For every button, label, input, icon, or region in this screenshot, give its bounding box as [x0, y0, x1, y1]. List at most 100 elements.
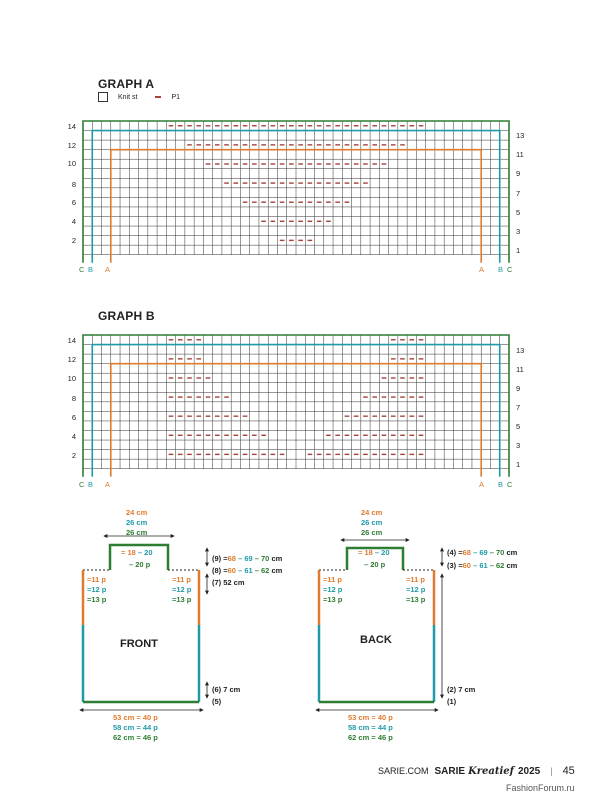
front-left-shoulder: =11 p =12 p =13 p — [87, 575, 106, 605]
note-size-3: – 70 — [487, 548, 505, 557]
row-label: 1 — [516, 246, 521, 255]
edge-label-c: C — [507, 265, 513, 274]
row-label: 2 — [71, 236, 76, 245]
row-label: 8 — [71, 180, 76, 189]
measure-size-3: 26 cm — [361, 528, 383, 537]
back-note-4: (4) =68 – 69 – 70 cm — [447, 548, 517, 558]
front-note-5: (5) — [212, 697, 222, 706]
shoulder-size-1: =11 p — [87, 575, 106, 584]
edge-label-b: B — [498, 265, 504, 274]
graph-a-legend: Knit st P1 — [98, 92, 180, 102]
back-note-1: (1) — [447, 697, 457, 706]
row-label: 7 — [516, 189, 521, 198]
note-prefix: (4) = — [447, 548, 463, 557]
row-label: 5 — [516, 422, 521, 431]
row-label: 6 — [71, 413, 76, 422]
note-size-3: – 70 — [252, 554, 270, 563]
back-note-2: (2) 7 cm — [447, 685, 476, 694]
shoulder-size-3: =13 p — [323, 595, 343, 604]
width-size-3: 62 cm = 46 p — [348, 733, 393, 742]
legend-purl-label: P1 — [171, 93, 181, 101]
front-neck-stitch-3: – 20 p — [129, 560, 151, 569]
legend-knit-label: Knit st — [118, 93, 138, 101]
border-b — [91, 343, 501, 477]
footer-brand: SARIE — [434, 765, 466, 777]
front-schematic — [79, 534, 209, 712]
note-size-1: 60 — [227, 566, 236, 575]
note-size-2: – 69 — [235, 554, 253, 563]
back-label: BACK — [360, 634, 392, 646]
border-a — [109, 148, 483, 263]
shoulder-size-2: =12 p — [87, 585, 107, 594]
knit-stitch-symbol — [98, 92, 108, 102]
neck-stitch-1: = 18 — [358, 548, 373, 557]
footer-site: SARIE.COM — [378, 766, 429, 776]
graph-b-title: GRAPH B — [98, 309, 155, 323]
back-note-3: (3) =60 – 61 – 62 cm — [447, 561, 517, 571]
border-a — [109, 362, 483, 477]
front-right-shoulder: =11 p =12 p =13 p — [172, 575, 191, 605]
note-size-1: 60 — [462, 561, 471, 570]
back-neck-stitch-3: – 20 p — [364, 560, 386, 569]
shoulder-size-1: =11 p — [323, 575, 342, 584]
shoulder-size-3: =13 p — [406, 595, 426, 604]
edge-label-a: A — [479, 480, 485, 489]
note-size-1: 68 — [462, 548, 471, 557]
row-label: 6 — [71, 198, 76, 207]
front-note-6: (6) 7 cm — [212, 685, 241, 694]
row-label: 4 — [71, 217, 76, 226]
row-label: 12 — [67, 355, 76, 364]
note-size-3: – 62 — [487, 561, 505, 570]
shoulder-size-3: =13 p — [87, 595, 107, 604]
neck-stitch-1: = 18 — [121, 548, 136, 557]
front-neck-measure: 24 cm 26 cm 26 cm — [126, 508, 147, 538]
footer-separator: | — [550, 766, 553, 776]
row-label: 10 — [67, 159, 76, 168]
note-prefix: (3) = — [447, 561, 463, 570]
edge-label-b: B — [498, 480, 504, 489]
shoulder-size-2: =12 p — [172, 585, 192, 594]
row-label: 10 — [67, 374, 76, 383]
row-label: 9 — [516, 169, 521, 178]
back-neck-stitches: = 18 – 20 — [358, 548, 390, 558]
note-size-2: – 61 — [235, 566, 253, 575]
front-note-8: (8) =60 – 61 – 62 cm — [212, 566, 282, 576]
border-c — [82, 334, 510, 477]
back-neck-measure: 24 cm 26 cm 26 cm — [361, 508, 382, 538]
graph-a-title: GRAPH A — [98, 77, 155, 91]
row-label: 2 — [71, 451, 76, 460]
row-label: 1 — [516, 460, 521, 469]
edge-label-b: B — [88, 265, 94, 274]
border-c — [82, 120, 510, 263]
shoulder-size-1: =11 p — [406, 575, 425, 584]
edge-label-b: B — [88, 480, 94, 489]
note-prefix: (9) = — [212, 554, 228, 563]
edge-label-c: C — [79, 480, 85, 489]
width-size-2: 58 cm = 44 p — [348, 723, 393, 732]
edge-label-a: A — [105, 265, 111, 274]
neck-stitch-2: – 20 — [374, 548, 390, 557]
row-label: 4 — [71, 432, 76, 441]
purl-stitch-symbol — [155, 96, 162, 98]
row-label: 3 — [516, 227, 521, 236]
row-label: 13 — [516, 346, 525, 355]
back-left-shoulder: =11 p =12 p =13 p — [323, 575, 342, 605]
row-label: 3 — [516, 441, 521, 450]
width-size-1: 53 cm = 40 p — [348, 713, 393, 722]
front-width-measure: 53 cm = 40 p 58 cm = 44 p 62 cm = 46 p — [113, 713, 158, 743]
row-label: 11 — [516, 365, 524, 374]
shoulder-size-2: =12 p — [323, 585, 343, 594]
measure-size-2: 26 cm — [126, 518, 148, 527]
shoulder-size-2: =12 p — [406, 585, 426, 594]
note-unit: cm — [504, 548, 518, 557]
front-note-7: (7) 52 cm — [212, 578, 245, 587]
footer-year: 2025 — [517, 765, 541, 777]
footer-brand-script: Kreatief — [468, 765, 514, 777]
note-size-2: – 61 — [470, 561, 488, 570]
width-size-1: 53 cm = 40 p — [113, 713, 158, 722]
width-size-3: 62 cm = 46 p — [113, 733, 158, 742]
row-label: 8 — [71, 394, 76, 403]
note-size-2: – 69 — [470, 548, 488, 557]
